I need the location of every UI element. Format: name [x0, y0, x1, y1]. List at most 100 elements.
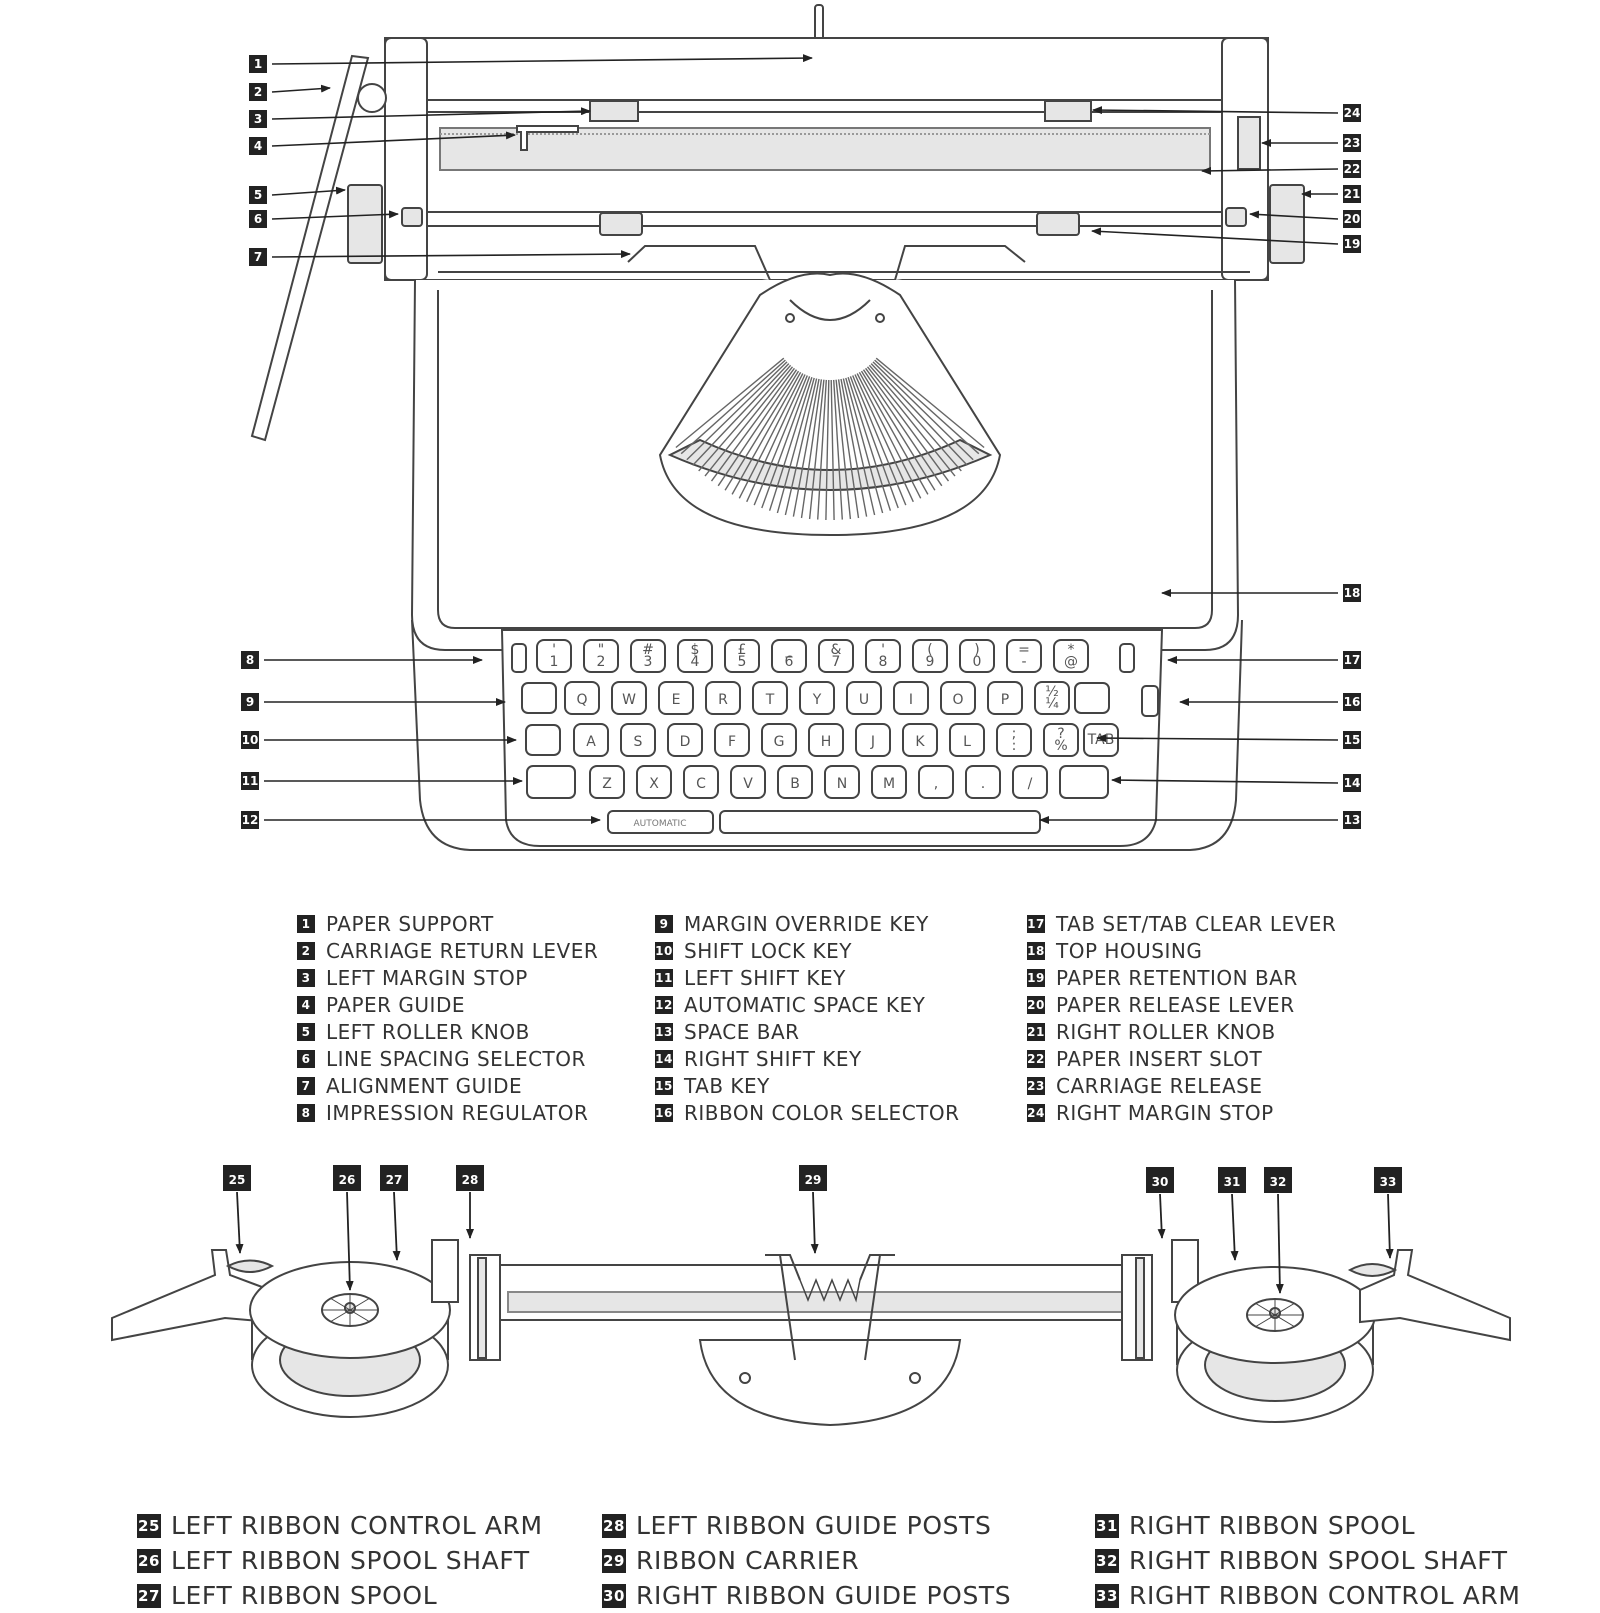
typebar	[731, 371, 802, 495]
key-g[interactable]: G	[761, 723, 797, 757]
typebar	[724, 370, 800, 491]
key-j[interactable]: J	[855, 723, 891, 757]
key-q[interactable]: Q	[564, 681, 600, 715]
key-d[interactable]: D	[667, 723, 703, 757]
key-o[interactable]: O	[940, 681, 976, 715]
key-i[interactable]: I	[893, 681, 929, 715]
key-num-11[interactable]: *@	[1053, 639, 1089, 673]
key-k[interactable]: K	[902, 723, 938, 757]
key-n[interactable]: N	[824, 765, 860, 799]
margin-override-key[interactable]	[521, 682, 557, 714]
callout-16: 16	[1179, 693, 1361, 711]
callout-number: 2	[254, 85, 262, 99]
key-v[interactable]: V	[730, 765, 766, 799]
right-shift-key[interactable]	[1059, 765, 1109, 799]
key-p[interactable]: P	[987, 681, 1023, 715]
key-num-2[interactable]: #3	[630, 639, 666, 673]
key-zxcv-extra-0[interactable]: ,	[918, 765, 954, 799]
key-fraction[interactable]: ½¼	[1034, 681, 1070, 715]
typebar	[872, 361, 974, 461]
key-z[interactable]: Z	[589, 765, 625, 799]
key-num-6[interactable]: &7	[818, 639, 854, 673]
key-b[interactable]: B	[777, 765, 813, 799]
key-num-4[interactable]: £5	[724, 639, 760, 673]
legend-label: RIGHT ROLLER KNOB	[1056, 1019, 1276, 1044]
legend-number: 9	[655, 914, 673, 933]
key-num-10[interactable]: =-	[1006, 639, 1042, 673]
key-num-9-lower: 0	[973, 654, 982, 670]
key-u-cap	[846, 681, 882, 715]
key-z-label: Z	[602, 776, 612, 792]
left-carriage-end	[384, 37, 428, 281]
key-zxcv-extra-2[interactable]: /	[1012, 765, 1048, 799]
callout-arrow	[271, 54, 813, 65]
legend-label: RIBBON CARRIER	[636, 1546, 860, 1575]
left-roller-knob	[347, 184, 383, 264]
impression-regulator[interactable]	[511, 643, 527, 673]
ribbon-carrier	[698, 1339, 962, 1427]
typebar	[825, 379, 830, 521]
key-l[interactable]: L	[949, 723, 985, 757]
typebar	[817, 379, 827, 520]
key-f[interactable]: F	[714, 723, 750, 757]
typebar	[865, 367, 950, 482]
key-u[interactable]: U	[846, 681, 882, 715]
key-r[interactable]: R	[705, 681, 741, 715]
callout-number: 3	[254, 112, 262, 126]
key-num-9[interactable]: )0	[959, 639, 995, 673]
key-y[interactable]: Y	[799, 681, 835, 715]
left-shift-key[interactable]	[526, 765, 576, 799]
key-num-5[interactable]: _6	[771, 639, 807, 673]
key-num-5-upper: _	[785, 642, 794, 658]
legend-number: 3	[297, 968, 315, 987]
key-t[interactable]: T	[752, 681, 788, 715]
key-s[interactable]: S	[620, 723, 656, 757]
tab-set-clear-lever[interactable]	[1119, 643, 1135, 673]
legend-number: 5	[297, 1022, 315, 1041]
key-asdf-extra-1[interactable]: ?%	[1043, 723, 1079, 757]
callout-number: 32	[1270, 1175, 1287, 1189]
legend-number: 8	[297, 1103, 315, 1122]
key-a[interactable]: A	[573, 723, 609, 757]
margin-release-right-key[interactable]	[1074, 682, 1110, 714]
legend-label: CARRIAGE RETURN LEVER	[326, 938, 599, 963]
key-m[interactable]: M	[871, 765, 907, 799]
space-bar[interactable]	[719, 810, 1041, 834]
key-h[interactable]: H	[808, 723, 844, 757]
callout-number: 22	[1344, 162, 1361, 176]
legend-label: SHIFT LOCK KEY	[684, 938, 852, 963]
key-num-3[interactable]: $4	[677, 639, 713, 673]
legend-label: LINE SPACING SELECTOR	[326, 1046, 586, 1071]
key-num-8[interactable]: (9	[912, 639, 948, 673]
legend-number: 22	[1027, 1049, 1045, 1068]
key-num-1[interactable]: "2	[583, 639, 619, 673]
callout-badge	[1146, 1167, 1174, 1193]
key-e[interactable]: E	[658, 681, 694, 715]
key-num-7[interactable]: '8	[865, 639, 901, 673]
key-zxcv-extra-1[interactable]: .	[965, 765, 1001, 799]
key-c[interactable]: C	[683, 765, 719, 799]
key-j-cap	[855, 723, 891, 757]
callout-badge	[1343, 104, 1361, 122]
key-x[interactable]: X	[636, 765, 672, 799]
automatic-space-key[interactable]	[607, 810, 714, 834]
key-t-cap	[752, 681, 788, 715]
key-w[interactable]: W	[611, 681, 647, 715]
callout-badge	[249, 137, 267, 155]
typebar	[717, 369, 798, 487]
callout-25: 25	[223, 1165, 251, 1254]
shift-lock-key[interactable]	[525, 724, 561, 756]
ribbon-color-selector[interactable]	[1141, 685, 1159, 717]
key-asdf-extra-0[interactable]: ;:	[996, 723, 1032, 757]
tab-key[interactable]: TAB	[1083, 723, 1119, 757]
key-zxcv-extra-0-cap	[918, 765, 954, 799]
legend-number: 26	[137, 1548, 161, 1573]
key-num-0[interactable]: '1	[536, 639, 572, 673]
